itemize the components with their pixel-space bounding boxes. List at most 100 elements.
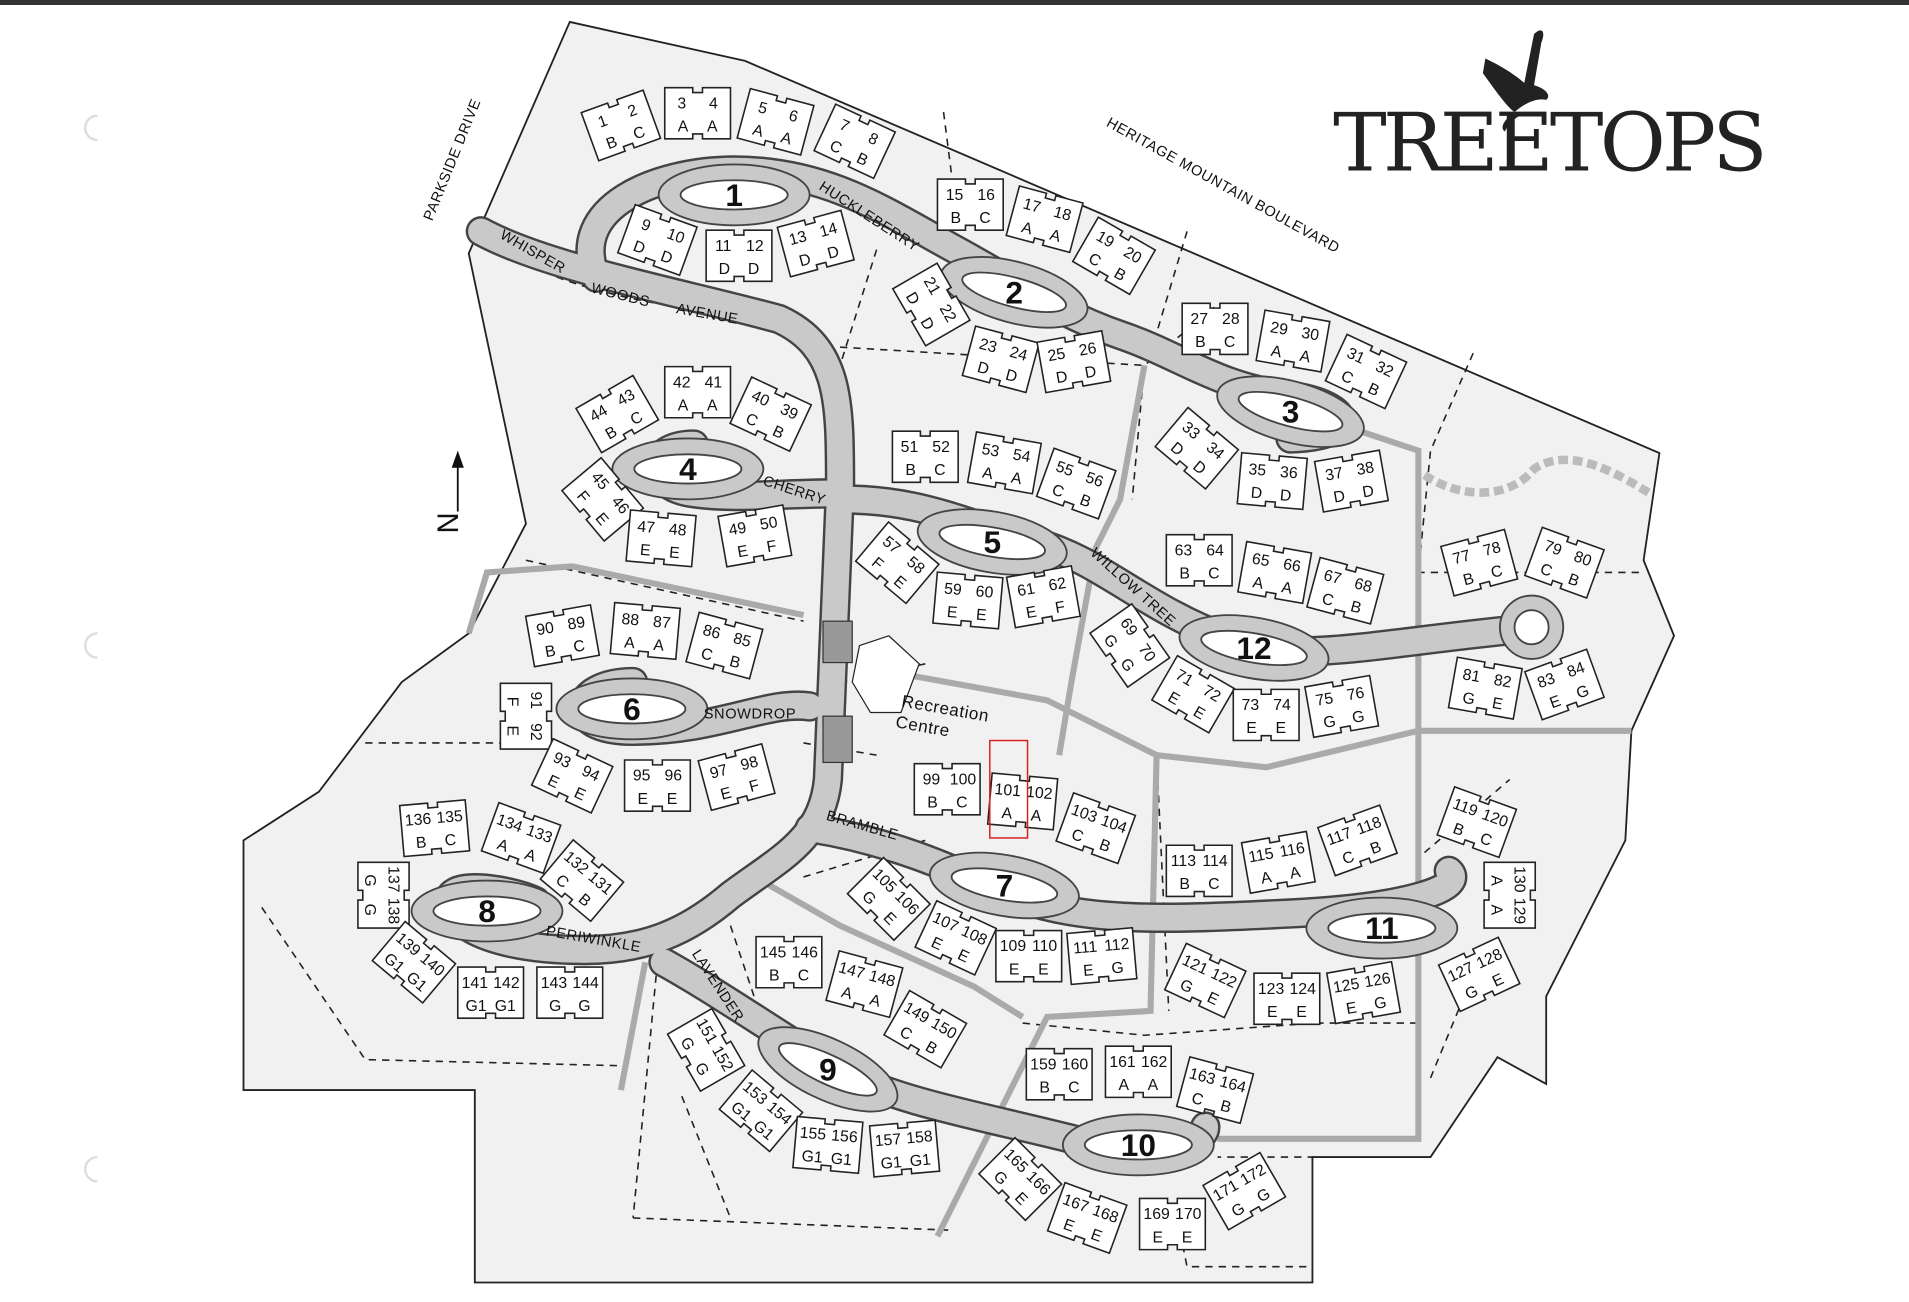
unit-type: C: [798, 967, 809, 984]
unit-type: A: [1048, 227, 1063, 246]
unit-number: 77: [1451, 547, 1472, 568]
unit-type: B: [905, 462, 916, 479]
unit-type: A: [1030, 807, 1042, 825]
highlight-unit-101[interactable]: [989, 739, 1029, 839]
unit-type: B: [1349, 598, 1364, 617]
unit-number: 162: [1141, 1054, 1167, 1071]
unit-type: A: [1148, 1077, 1159, 1094]
unit-number: 109: [1000, 938, 1027, 955]
unit-type: D: [1250, 485, 1263, 503]
culdesac-8: 8: [410, 879, 564, 943]
unit-type: D: [719, 261, 730, 278]
unit-type: B: [1461, 570, 1476, 589]
